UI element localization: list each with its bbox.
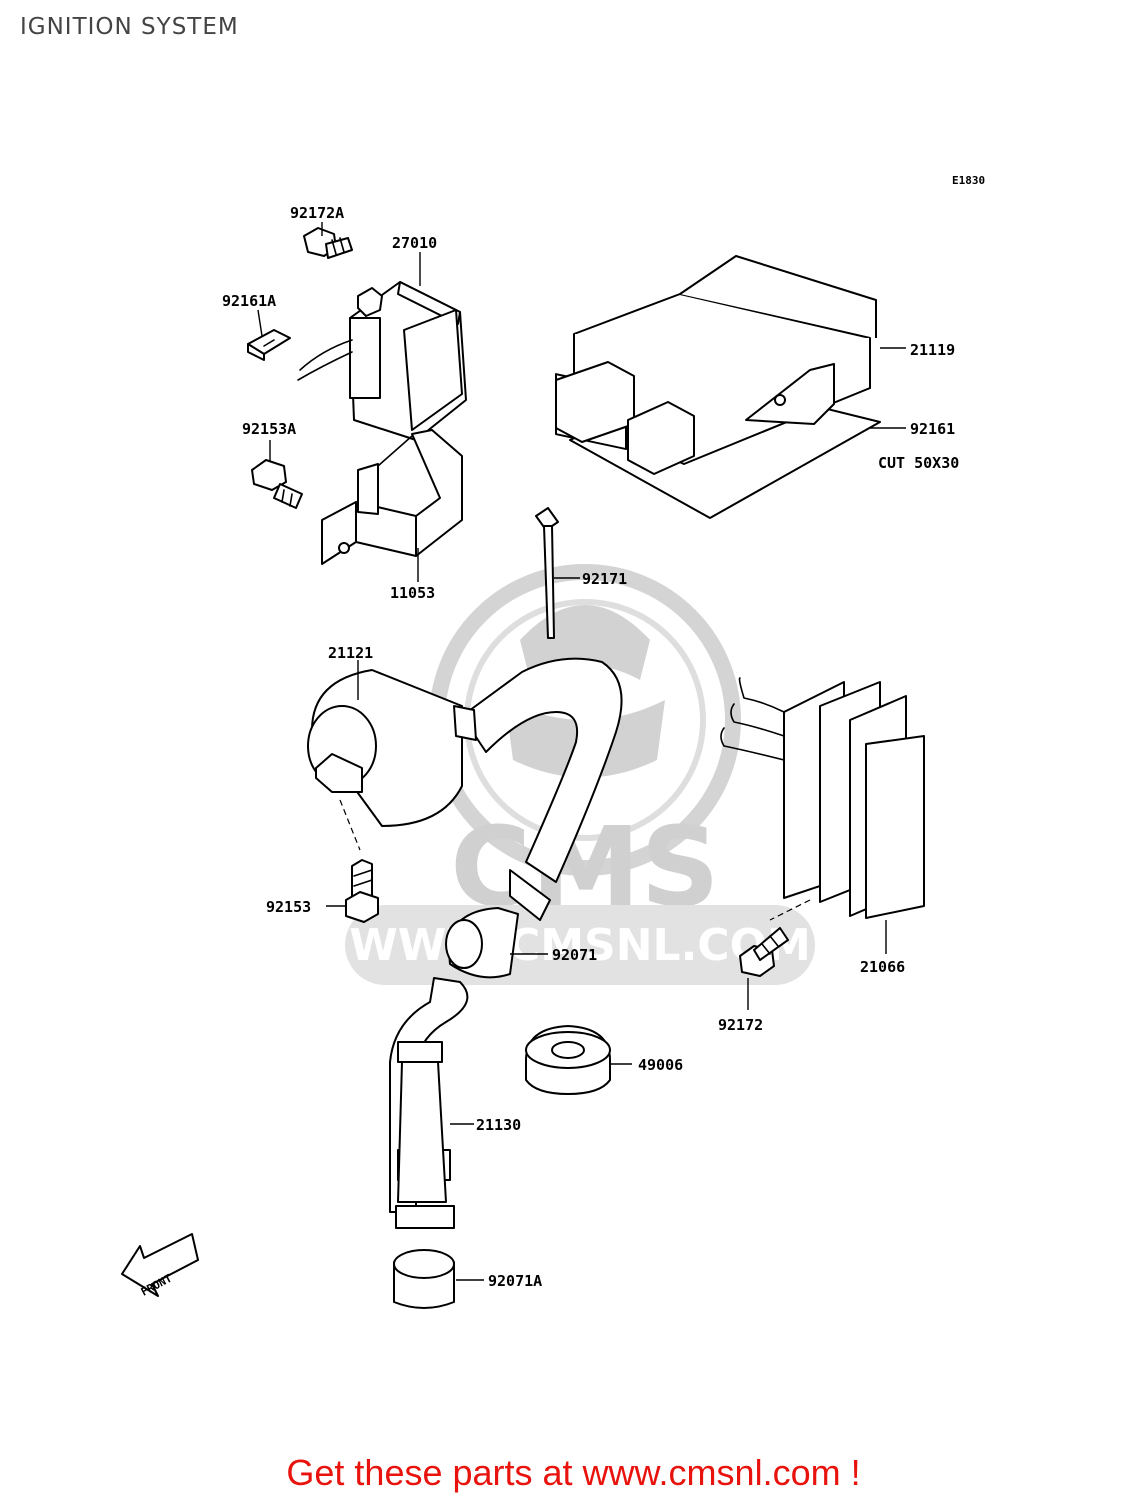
label-21119: 21119	[910, 341, 955, 359]
label-11053: 11053	[390, 584, 435, 602]
part-92172A-bolt[interactable]	[303, 227, 353, 259]
part-92161A-clip[interactable]	[247, 329, 291, 361]
watermark-url: WWW.CMSNL.COM	[349, 920, 811, 971]
label-49006: 49006	[638, 1056, 683, 1074]
label-92071: 92071	[552, 946, 597, 964]
footer-promo: Get these parts at www.cmsnl.com !	[0, 1452, 1147, 1494]
page-title: IGNITION SYSTEM	[20, 14, 239, 40]
part-21066-regulator[interactable]	[720, 677, 925, 919]
part-49006-grommet[interactable]	[525, 1025, 611, 1095]
label-92172: 92172	[718, 1016, 763, 1034]
diagram-ref-code: E1830	[952, 174, 985, 187]
label-92153A: 92153A	[242, 420, 296, 438]
part-92153-bolt[interactable]	[345, 859, 379, 923]
part-27010-relay[interactable]	[297, 281, 467, 441]
label-92071A: 92071A	[488, 1272, 542, 1290]
part-11053-bracket[interactable]	[321, 429, 463, 565]
label-92161A: 92161A	[222, 292, 276, 310]
cut-note: CUT 50X30	[878, 454, 959, 472]
part-92071-cap[interactable]	[445, 907, 519, 979]
label-92171: 92171	[582, 570, 627, 588]
label-27010: 27010	[392, 234, 437, 252]
label-92172A: 92172A	[290, 204, 344, 222]
part-21121-ignition-coil[interactable]	[307, 657, 623, 921]
label-21066: 21066	[860, 958, 905, 976]
part-21119-cdi-unit[interactable]	[555, 255, 881, 519]
footer-link[interactable]: Get these parts at www.cmsnl.com !	[286, 1452, 861, 1493]
label-92161: 92161	[910, 420, 955, 438]
part-92172-bolt[interactable]	[739, 927, 789, 977]
part-92071A-cover[interactable]	[393, 1249, 455, 1309]
part-92171-cable-tie[interactable]	[535, 507, 559, 639]
part-21130-plug-cap[interactable]	[389, 977, 469, 1229]
label-21121: 21121	[328, 644, 373, 662]
parts-diagram: CMS WWW.CMSNL.COM E1830	[121, 174, 985, 1309]
part-92153A-bolt[interactable]	[251, 459, 303, 509]
front-direction-arrow: FRONT	[121, 1233, 199, 1299]
label-92153: 92153	[266, 898, 311, 916]
label-21130: 21130	[476, 1116, 521, 1134]
